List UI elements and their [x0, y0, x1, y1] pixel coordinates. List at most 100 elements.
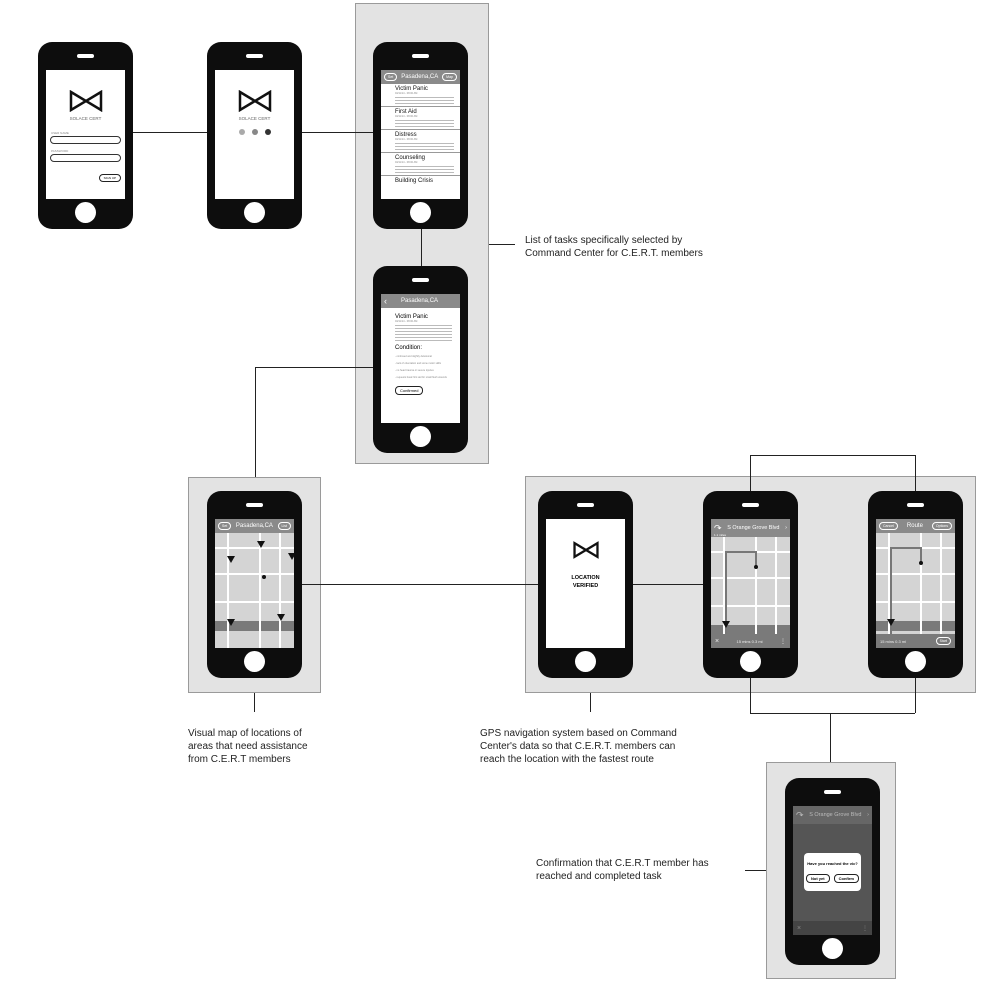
solace-logo-icon	[69, 90, 102, 112]
map-button[interactable]: Map	[442, 73, 457, 81]
confirm-dialog: Have you reached the vic? Not yet Confir…	[804, 853, 861, 891]
condition-heading: Condition:	[395, 345, 423, 351]
street-name: S Orange Grove Blvd	[727, 525, 780, 531]
destination-dot	[754, 565, 758, 569]
speaker	[824, 790, 841, 794]
verified-line1: LOCATION	[571, 575, 600, 581]
home-button[interactable]	[575, 651, 596, 672]
location-pin-icon[interactable]	[227, 619, 235, 626]
options-button[interactable]: Options	[931, 522, 952, 530]
loading-screen: SOLACE CERT	[215, 70, 294, 199]
back-chevron-icon[interactable]: ‹	[384, 296, 387, 306]
task-item[interactable]: Building Crisis	[395, 178, 434, 184]
phone-location-verified: LOCATION VERIFIED	[538, 491, 633, 678]
trip-bar: ×⋮	[793, 921, 872, 935]
trip-bar: 15 mins 0.3 mi Start	[876, 634, 955, 648]
verified-line2: VERIFIED	[572, 583, 599, 589]
password-input[interactable]	[50, 154, 121, 162]
phone-loading: SOLACE CERT	[207, 42, 302, 229]
phone-login: SOLACE CERT USER NAME PASSWORD SIGN UP	[38, 42, 133, 229]
loading-dots	[215, 129, 294, 135]
map-view[interactable]	[876, 533, 955, 648]
route-title: Route	[906, 523, 923, 529]
cancel-button[interactable]: Cancel	[879, 522, 898, 530]
map-view[interactable]	[711, 537, 790, 648]
current-location-dot	[262, 575, 266, 579]
speaker	[907, 503, 924, 507]
eta: 15 mins	[880, 638, 895, 644]
phone-confirm: ↷S Orange Grove Blvd› Have you reached t…	[785, 778, 880, 965]
set-button[interactable]: Set	[218, 522, 232, 530]
password-label: PASSWORD	[51, 149, 69, 153]
home-button[interactable]	[75, 202, 96, 223]
home-button[interactable]	[740, 651, 761, 672]
direction-bar: ↷S Orange Grove Blvd›	[793, 806, 872, 824]
home-button[interactable]	[244, 202, 265, 223]
login-screen: SOLACE CERT USER NAME PASSWORD SIGN UP	[46, 70, 125, 199]
username-label: USER NAME	[51, 131, 69, 135]
confirm-button[interactable]: Confirm	[833, 874, 859, 883]
verified-screen: LOCATION VERIFIED	[546, 519, 625, 648]
signup-button[interactable]: SIGN UP	[98, 174, 121, 182]
home-button[interactable]	[244, 651, 265, 672]
location-pin-icon	[887, 619, 895, 626]
confirmed-button[interactable]: Confirmed	[395, 386, 424, 395]
location-pin-icon[interactable]	[288, 553, 294, 560]
dialog-question: Have you reached the vic?	[807, 861, 858, 866]
turn-right-arrow-icon: ↷	[714, 522, 722, 533]
home-button[interactable]	[905, 651, 926, 672]
phone-task-detail: ‹Pasadena,CA Victim Panic 04/11/14 - 08:…	[373, 266, 468, 453]
speaker	[742, 503, 759, 507]
turn-distance: 1.1 miles	[714, 533, 727, 537]
trip-bar: ×15 mins 0.3 mi⋮	[711, 634, 790, 648]
location-pin-icon[interactable]	[227, 556, 235, 563]
confirm-screen: ↷S Orange Grove Blvd› Have you reached t…	[793, 806, 872, 935]
eta-detail: 0.3 mi	[895, 638, 907, 644]
home-button[interactable]	[822, 938, 843, 959]
task-detail-screen: ‹Pasadena,CA Victim Panic 04/11/14 - 08:…	[381, 294, 460, 423]
route-line	[890, 547, 922, 637]
location-pin-icon[interactable]	[277, 614, 285, 621]
username-input[interactable]	[50, 136, 121, 144]
speaker	[77, 54, 94, 58]
close-icon[interactable]: ×	[715, 637, 720, 645]
more-icon[interactable]: ⋮	[779, 638, 786, 645]
speaker	[246, 54, 263, 58]
start-button[interactable]: Start	[935, 637, 951, 645]
location-pin-icon	[722, 621, 730, 628]
set-button[interactable]: Set	[384, 73, 398, 81]
solace-logo-icon	[238, 90, 271, 112]
navigation-screen: ↷ S Orange Grove Blvd › 1.1 miles ×15 mi…	[711, 519, 790, 648]
task-date: 04/11/14 - 08:00 AM	[395, 320, 418, 323]
home-button[interactable]	[410, 202, 431, 223]
home-button[interactable]	[410, 426, 431, 447]
chevron-right-icon[interactable]: ›	[785, 525, 787, 531]
brand-name: SOLACE CERT	[69, 116, 102, 121]
street-name: S Orange Grove Blvd	[809, 812, 862, 818]
phone-navigation: ↷ S Orange Grove Blvd › 1.1 miles ×15 mi…	[703, 491, 798, 678]
phone-route: Cancel Route Options 15 mins 0.3 mi Start	[868, 491, 963, 678]
destination-dot	[919, 561, 923, 565]
location-pin-icon[interactable]	[257, 541, 265, 548]
location-title: Pasadena,CA	[401, 74, 439, 80]
speaker	[577, 503, 594, 507]
map-view[interactable]	[215, 533, 294, 648]
condition-item: - lack of orientation and some motor ski…	[395, 362, 441, 365]
brand-name: SOLACE CERT	[238, 116, 271, 121]
task-title: Victim Panic	[395, 314, 428, 320]
list-button[interactable]: List	[277, 522, 291, 530]
not-yet-button[interactable]: Not yet	[806, 874, 830, 883]
condition-item: - no head trauma or severe injuries	[395, 369, 434, 372]
